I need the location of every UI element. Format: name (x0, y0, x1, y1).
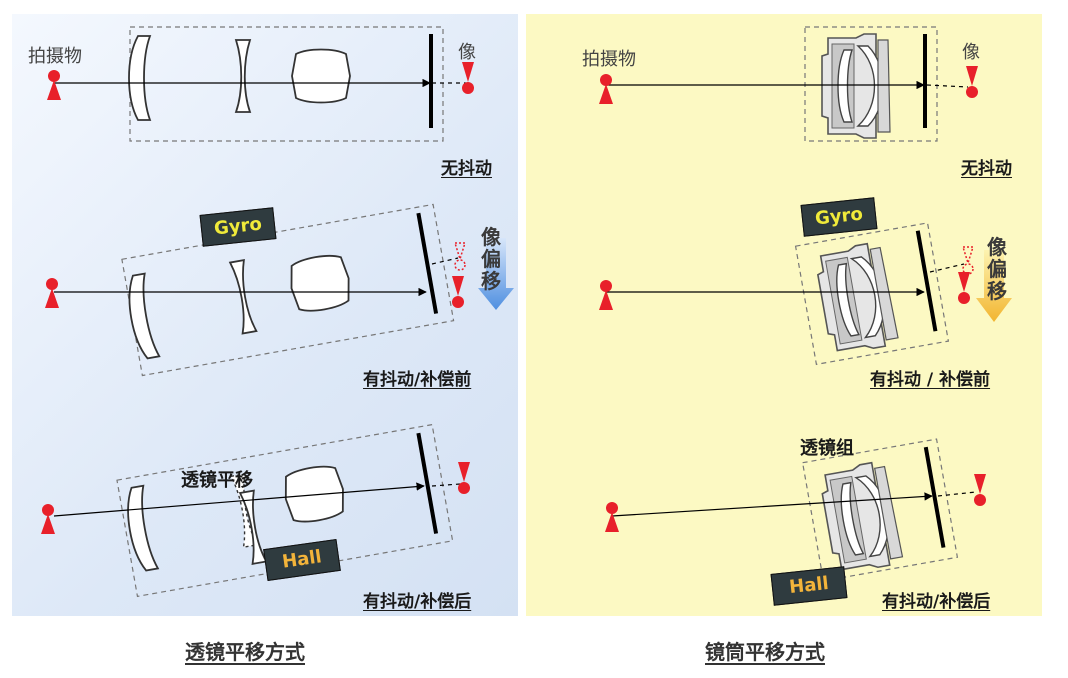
left-row1-no-shake (47, 26, 474, 142)
shift-arrow-icon (976, 250, 1012, 322)
barrel-shift-caption: 镜筒平移方式 (705, 640, 825, 664)
image-ghost-marker (962, 246, 974, 275)
image-marker (458, 462, 470, 494)
image-label: 像 (962, 42, 980, 63)
state-shake-before-label: 有抖动 / 补偿前 (870, 370, 991, 390)
right-row2-shake (599, 222, 1012, 366)
subject-marker (605, 502, 619, 532)
shift-arrow-icon (478, 238, 514, 310)
lens-shift-caption: 透镜平移方式 (185, 640, 305, 664)
image-marker (462, 62, 474, 94)
image-shift-label: 像偏移 (481, 225, 501, 293)
image-marker (974, 474, 986, 506)
subject-marker (47, 70, 61, 100)
right-row1-no-shake (599, 26, 978, 142)
image-marker (958, 272, 970, 304)
subject-marker (45, 278, 59, 308)
state-shake-after-label: 有抖动/补偿后 (882, 592, 991, 612)
image-marker (966, 66, 978, 98)
lens-shift-label: 透镜平移 (181, 470, 253, 491)
left-row2-shake (45, 203, 514, 377)
subject-label: 拍摄物 (582, 49, 636, 70)
image-ghost-marker (454, 242, 466, 271)
image-shift-label: 像偏移 (987, 235, 1007, 303)
state-no-shake-label: 无抖动 (961, 159, 1012, 179)
left-row3-compensated (41, 423, 470, 598)
image-label: 像 (458, 42, 476, 63)
subject-marker (599, 280, 613, 310)
image-marker (452, 276, 464, 308)
subject-marker (599, 74, 613, 104)
subject-label: 拍摄物 (28, 46, 82, 67)
state-shake-after-label: 有抖动/补偿后 (363, 592, 472, 612)
subject-marker (41, 504, 55, 534)
state-shake-before-label: 有抖动/补偿前 (363, 370, 472, 390)
state-no-shake-label: 无抖动 (441, 159, 492, 179)
right-row3-compensated (605, 438, 986, 582)
lens-group-label: 透镜组 (800, 438, 854, 459)
